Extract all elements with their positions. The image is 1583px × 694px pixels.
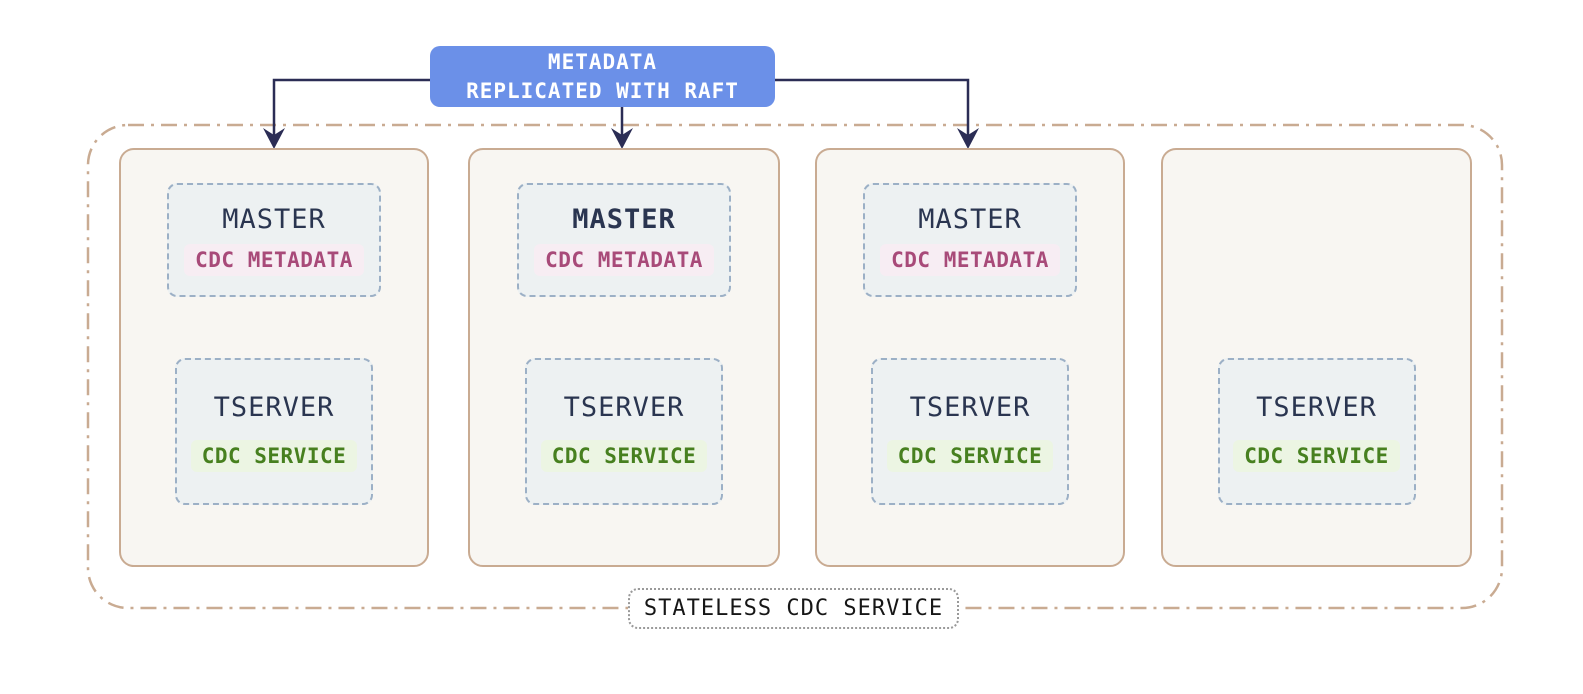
node-2-master-box: MASTER CDC METADATA <box>517 183 731 297</box>
node-3-master-box: MASTER CDC METADATA <box>863 183 1077 297</box>
tserver-label: TSERVER <box>213 391 335 423</box>
node-1: MASTER CDC METADATA TSERVER CDC SERVICE <box>119 148 429 567</box>
cdc-metadata-badge: CDC METADATA <box>184 244 364 276</box>
connector-right <box>775 78 970 136</box>
node-1-tserver-box: TSERVER CDC SERVICE <box>175 358 373 505</box>
metadata-replicated-with-raft-box: METADATA REPLICATED WITH RAFT <box>430 46 775 107</box>
cdc-metadata-badge: CDC METADATA <box>880 244 1060 276</box>
cdc-service-badge: CDC SERVICE <box>190 439 358 472</box>
stateless-cdc-service-label: STATELESS CDC SERVICE <box>628 588 959 629</box>
connector-left <box>272 78 430 136</box>
master-label: MASTER <box>222 204 326 235</box>
arrow-down-icon <box>957 128 979 149</box>
tserver-label: TSERVER <box>563 391 685 423</box>
node-4: TSERVER CDC SERVICE <box>1161 148 1472 567</box>
node-1-master-box: MASTER CDC METADATA <box>167 183 381 297</box>
node-3-tserver-box: TSERVER CDC SERVICE <box>871 358 1069 505</box>
master-label: MASTER <box>918 204 1022 235</box>
node-3: MASTER CDC METADATA TSERVER CDC SERVICE <box>815 148 1125 567</box>
cdc-service-badge: CDC SERVICE <box>540 439 708 472</box>
arrow-down-icon <box>611 128 633 149</box>
node-2: MASTER CDC METADATA TSERVER CDC SERVICE <box>468 148 780 567</box>
master-leader-label: MASTER <box>572 204 676 235</box>
node-2-tserver-box: TSERVER CDC SERVICE <box>525 358 723 505</box>
node-4-tserver-box: TSERVER CDC SERVICE <box>1217 358 1416 505</box>
tserver-label: TSERVER <box>909 391 1031 423</box>
arrow-down-icon <box>263 128 285 149</box>
cdc-service-badge: CDC SERVICE <box>886 439 1054 472</box>
tserver-label: TSERVER <box>1256 391 1377 423</box>
cdc-metadata-badge: CDC METADATA <box>534 244 714 276</box>
metadata-box-line1: METADATA <box>547 50 658 75</box>
cdc-service-badge: CDC SERVICE <box>1233 439 1400 472</box>
metadata-box-line2: REPLICATED WITH RAFT <box>466 78 739 103</box>
